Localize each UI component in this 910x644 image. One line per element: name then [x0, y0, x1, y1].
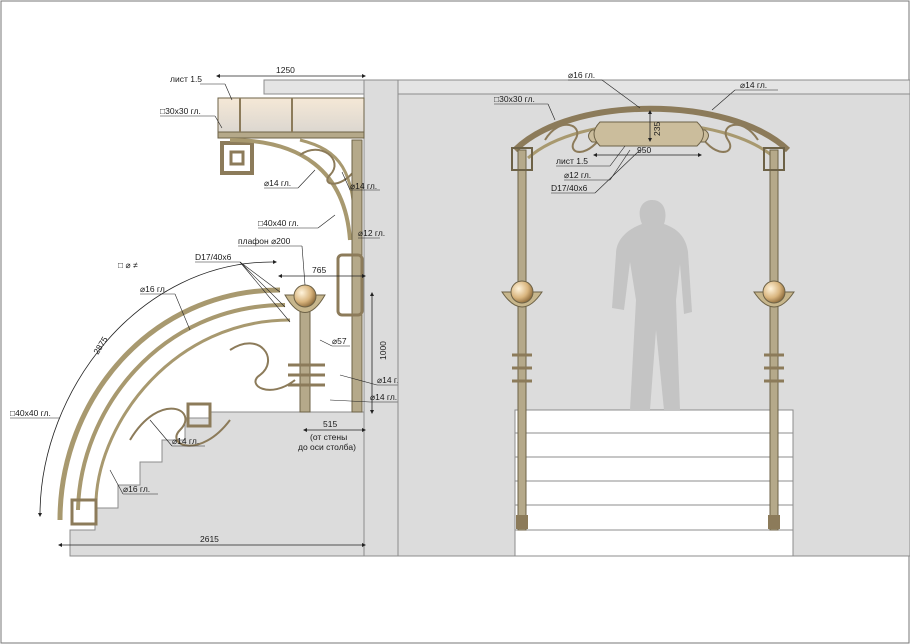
front-roof-band: [397, 79, 910, 95]
front-lamp-ball-left: [510, 280, 534, 304]
label-sheet-1-5: лист 1.5: [170, 74, 202, 84]
label-dia-14-c: ⌀14 гл.: [377, 375, 404, 385]
label-plafond: плафон ⌀200: [238, 236, 291, 246]
label-dia-12: ⌀12 гл.: [358, 228, 385, 238]
square-ornament-top-inner: [229, 150, 245, 166]
front-post-left-foot: [516, 515, 528, 529]
front-label-d17: D17/40x6: [551, 183, 588, 193]
bracket-arc-1: [229, 138, 352, 241]
square-ornament-top: [220, 141, 254, 175]
front-post-right: [769, 149, 779, 531]
side-post: [299, 299, 311, 413]
front-steps: [514, 409, 794, 557]
label-dia-14-e: ⌀14 гл.: [172, 436, 199, 446]
label-square-40x40-left: □40x40 гл.: [10, 408, 51, 418]
front-post-rings: [512, 353, 784, 383]
front-post-left: [517, 149, 527, 531]
dim-2875-arc: [38, 259, 277, 517]
dim-1250: 1250: [276, 65, 295, 75]
front-lamp-ball-right: [762, 280, 786, 304]
label-dia-14-d: ⌀14 гл.: [370, 392, 397, 402]
side-view: 1250 765 1000 515 (от стены до оси столб…: [10, 65, 410, 557]
dim-1000: 1000: [378, 341, 388, 360]
sign-plate-body: [593, 121, 704, 147]
dim-515-note-1: (от стены: [310, 432, 347, 442]
front-label-dia-12: ⌀12 гл.: [564, 170, 591, 180]
side-roof-block: [263, 79, 365, 95]
bracket-scroll: [299, 148, 356, 185]
dim-515: 515: [323, 419, 337, 429]
roof-frame: [217, 131, 365, 139]
square-ornament-left: [70, 498, 98, 526]
arch-scroll-left: [544, 123, 606, 153]
dim-515-note-2: до оси столба): [298, 442, 356, 452]
front-bracket-left: [511, 147, 533, 171]
front-view: 950 235 ⌀16 гл. ⌀14 гл. □30x30 гл. лист …: [397, 70, 910, 557]
wall-bracket-box: [336, 253, 364, 317]
arch-scroll-right: [697, 123, 759, 153]
front-label-dia-16: ⌀16 гл.: [568, 70, 595, 80]
side-wall-upper: [363, 79, 399, 557]
label-square-30x30: □30x30 гл.: [160, 106, 201, 116]
label-dia-14-a: ⌀14 гл.: [264, 178, 291, 188]
label-dia-14-b: ⌀14 гл.: [350, 181, 377, 191]
dim-2875: 2875: [91, 334, 110, 356]
side-lamp-ball: [293, 284, 317, 308]
human-silhouette: [612, 200, 692, 410]
label-dia-16-b: ⌀16 гл.: [123, 484, 150, 494]
railing-scroll-2: [229, 342, 296, 391]
label-symbols: □ ⌀ ≠: [118, 260, 138, 270]
label-dia-16-a: ⌀16 гл.: [140, 284, 167, 294]
front-label-square-30x30: □30x30 гл.: [494, 94, 535, 104]
arch-outer: [512, 105, 791, 153]
label-d17: D17/40x6: [195, 252, 232, 262]
dim-235: 235: [652, 122, 662, 136]
front-label-sheet-1-5: лист 1.5: [556, 156, 588, 166]
front-label-dia-14: ⌀14 гл.: [740, 80, 767, 90]
front-post-right-foot: [768, 515, 780, 529]
side-leaders: [10, 83, 410, 495]
dim-2615: 2615: [200, 534, 219, 544]
front-leaders: [494, 79, 778, 194]
dim-950: 950: [637, 145, 651, 155]
label-dia-57: ⌀57: [332, 336, 347, 346]
label-square-40x40-top: □40x40 гл.: [258, 218, 299, 228]
front-bracket-right: [763, 147, 785, 171]
dim-765: 765: [312, 265, 326, 275]
